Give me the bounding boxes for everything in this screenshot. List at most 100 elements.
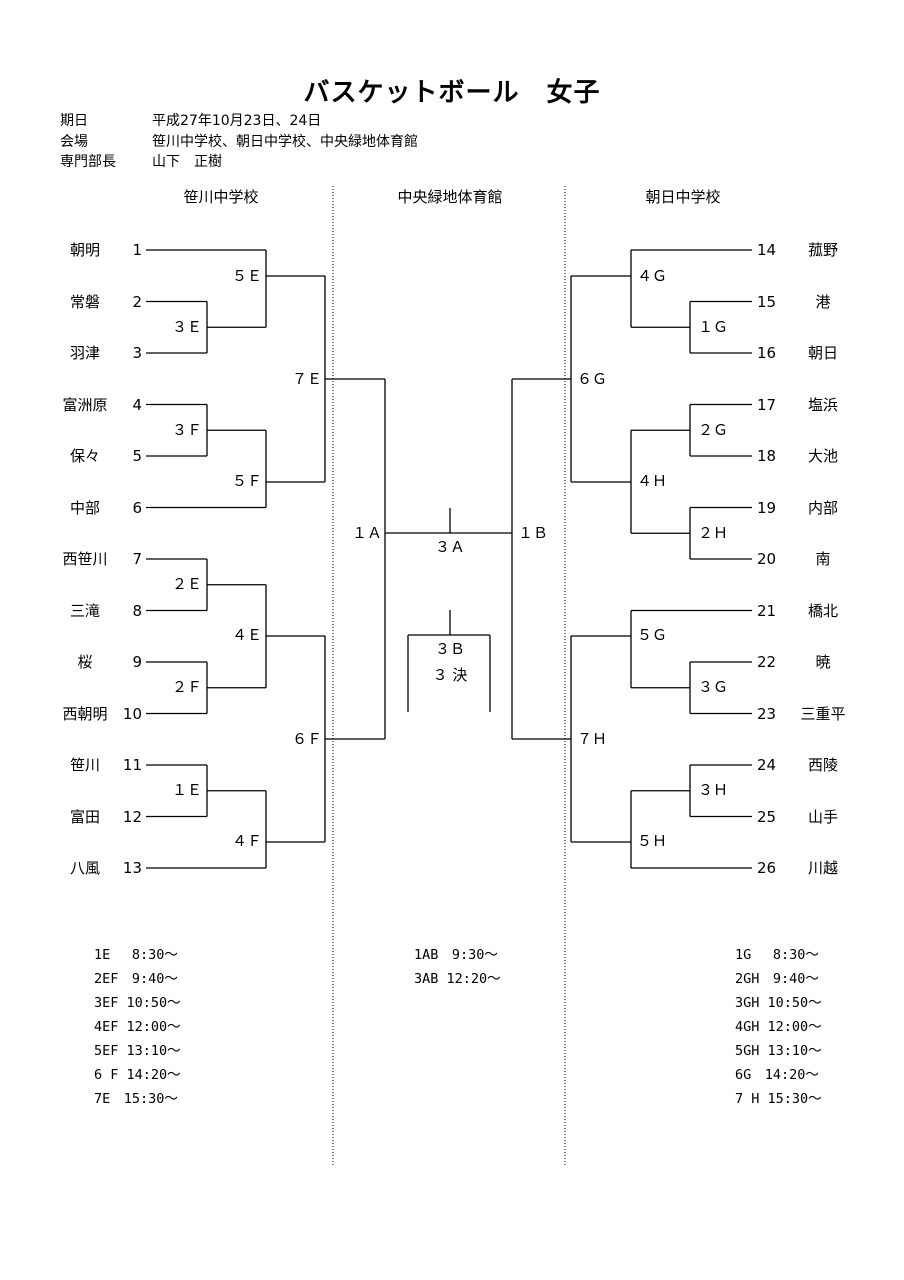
seed-number: 1 [132,241,142,259]
team-name: 笹川 [69,756,101,774]
seed-number: 8 [132,601,142,620]
seed-number: 18 [757,447,777,465]
team-name: 桜 [77,653,93,671]
seed-number: 22 [757,653,777,671]
game-code-3b: ３Ｂ [434,640,466,658]
seed-number: 19 [757,498,777,517]
team-name: 港 [815,292,831,311]
seed-number: 5 [132,447,142,465]
venue-left: 笹川中学校 [183,188,259,206]
seed-number: 26 [757,859,777,877]
seed-number: 20 [757,550,777,568]
info-value: 平成27年10月23日、24日 [152,113,322,129]
schedule-line: 6G 14:20～ [735,1067,819,1083]
info-label: 専門部長 [60,154,116,170]
game-code-7e: ７Ｅ [291,370,322,388]
seed-number: 11 [122,756,142,774]
team-name: 暁 [815,653,831,671]
game-code-2f: ２Ｆ [171,678,202,696]
seed-number: 9 [132,653,142,671]
team-name: 富洲原 [62,395,108,414]
venue-right: 朝日中学校 [645,188,721,206]
game-code-4f: ４Ｆ [231,832,262,850]
schedule-line: 1G 8:30～ [735,947,819,963]
team-name: 三重平 [800,704,846,723]
team-name: 西朝明 [62,704,108,723]
seed-number: 23 [757,704,777,723]
game-code-2e: ２Ｅ [171,575,202,593]
venue-center: 中央緑地体育館 [397,188,503,206]
team-name: 朝明 [69,241,101,259]
game-code-7h: ７Ｈ [577,730,608,748]
team-name: 内部 [807,498,839,517]
schedule-line: 4GH 12:00～ [735,1019,822,1035]
game-code-3h: ３Ｈ [698,781,729,799]
schedule-line: 5GH 13:10～ [735,1043,822,1059]
team-name: 川越 [807,859,839,877]
seed-number: 4 [132,395,142,414]
info-value: 山下 正樹 [152,154,222,170]
game-code-third-place: ３ 決 [432,666,468,684]
seed-number: 13 [122,859,142,877]
seed-number: 3 [132,344,142,362]
team-name: 西笹川 [62,550,108,568]
schedule-line: 7 H 15:30～ [735,1091,822,1107]
game-code-5g: ５Ｇ [637,626,668,644]
schedule-line: 3AB 12:20～ [414,971,501,987]
game-code-4g: ４Ｇ [637,267,668,285]
game-code-5f: ５Ｆ [231,472,262,490]
info-value: 笹川中学校、朝日中学校、中央緑地体育館 [152,134,418,150]
game-code-1g: １Ｇ [698,318,729,336]
seed-number: 15 [757,292,777,311]
schedule-line: 3EF 10:50～ [94,995,181,1011]
seed-number: 14 [757,241,777,259]
seed-number: 16 [757,344,777,362]
seed-number: 10 [122,704,142,723]
team-name: 朝日 [807,344,839,362]
team-name: 山手 [807,807,839,826]
schedule-line: 4EF 12:00～ [94,1019,181,1035]
game-code-2g: ２Ｇ [698,421,729,439]
seed-number: 24 [757,756,777,774]
seed-number: 12 [122,807,142,826]
seed-number: 2 [132,292,142,311]
schedule-line: 2EF 9:40～ [94,971,178,987]
game-code-3a: ３Ａ [434,538,466,556]
team-name: 西陵 [807,756,839,774]
game-code-3e: ３Ｅ [171,318,202,336]
game-code-5e-top: ５Ｅ [231,267,262,285]
game-code-1a: １Ａ [351,524,382,542]
game-code-3f: ３Ｆ [171,421,202,439]
seed-number: 25 [757,807,777,826]
team-name: 八風 [69,859,101,877]
schedule-line: 1E 8:30～ [94,947,178,963]
team-name: 南 [815,550,831,568]
game-code-1b: １Ｂ [518,524,549,542]
schedule-line: 7E 15:30～ [94,1091,178,1107]
page-title: バスケットボール 女子 [303,78,601,108]
seed-number: 21 [757,601,777,620]
schedule-line: 5EF 13:10～ [94,1043,181,1059]
game-code-6g: ６Ｇ [577,370,608,388]
team-name: 橋北 [807,601,839,620]
seed-number: 6 [132,498,142,517]
info-label: 会場 [60,134,88,150]
schedule-line: 2GH 9:40～ [735,971,819,987]
schedule-line: 1AB 9:30～ [414,947,498,963]
team-name: 菰野 [807,241,839,259]
schedule-line: 6 F 14:20～ [94,1067,181,1083]
seed-number: 17 [757,395,777,414]
schedule-line: 3GH 10:50～ [735,995,822,1011]
game-code-4e: ４Ｅ [231,626,262,644]
team-name: 羽津 [69,344,101,362]
game-code-6f: ６Ｆ [291,730,322,748]
info-label: 期日 [60,113,88,129]
game-code-2h: ２Ｈ [698,524,729,542]
team-name: 富田 [69,807,101,826]
team-name: 中部 [69,498,101,517]
game-code-5h: ５Ｈ [637,832,668,850]
team-name: 常磐 [69,292,101,311]
team-name: 塩浜 [807,395,839,414]
